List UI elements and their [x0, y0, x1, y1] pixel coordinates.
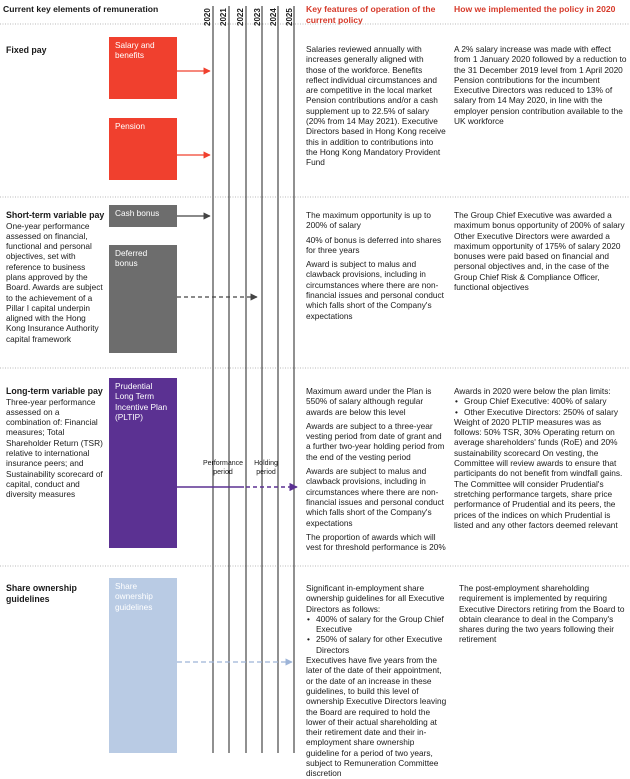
- short-term-implementation: The Group Chief Executive was awarded a …: [454, 210, 625, 293]
- section-title-short-term: Short-term variable pay: [6, 210, 105, 220]
- features-rest: Executives have five years from the late…: [306, 655, 447, 779]
- short-term-description: One-year performance assessed on financi…: [6, 220, 103, 344]
- list-item: 400% of salary for the Group Chief Execu…: [307, 614, 448, 635]
- list-item: Group Chief Executive: 400% of salary: [455, 396, 628, 407]
- features-list: 400% of salary for the Group Chief Execu…: [306, 614, 448, 655]
- timeline-graphic: [0, 6, 630, 753]
- pltip-box: Prudential Long Term Incentive Plan (PLT…: [109, 378, 177, 548]
- feature-item: Award is subject to malus and clawback p…: [306, 259, 444, 321]
- feature-item: Awards are subject to a three-year vesti…: [306, 420, 445, 462]
- feature-item: Maximum award under the Plan is 550% of …: [306, 386, 432, 417]
- pension-box: Pension: [109, 118, 177, 180]
- short-term-features: The maximum opportunity is up to 200% of…: [306, 210, 446, 325]
- feature-item: The proportion of awards which will vest…: [306, 531, 446, 553]
- long-term-heading: Long-term variable pay Three-year perfor…: [6, 386, 106, 499]
- holding-period-label: Holding period: [254, 460, 278, 476]
- fixed-pay-features: Salaries reviewed annually with increase…: [306, 44, 446, 168]
- section-title-long-term: Long-term variable pay: [6, 386, 103, 396]
- long-term-implementation: Awards in 2020 were below the plan limit…: [454, 386, 628, 530]
- impl-intro: Awards in 2020 were below the plan limit…: [454, 386, 611, 396]
- header-key-features: Key features of operation of the current…: [306, 4, 436, 25]
- list-item: 250% of salary for other Executive Direc…: [307, 634, 448, 655]
- long-term-description: Three-year performance assessed on a com…: [6, 396, 103, 500]
- section-title-share-ownership: Share ownership guidelines: [6, 583, 77, 604]
- share-ownership-implementation: The post-employment shareholding require…: [459, 583, 625, 645]
- feature-item: Awards are subject to malus and clawback…: [306, 466, 444, 528]
- feature-item: The maximum opportunity is up to 200% of…: [306, 210, 431, 231]
- feature-item: 40% of bonus is deferred into shares for…: [306, 234, 442, 255]
- performance-period-label: Performance period: [202, 460, 244, 476]
- salary-benefits-box: Salary and benefits: [109, 37, 177, 99]
- impl-rest: Weight of 2020 PLTIP measures was as fol…: [454, 416, 623, 530]
- share-ownership-box: Share ownership guidelines: [109, 578, 177, 753]
- impl-list: Group Chief Executive: 400% of salary Ot…: [454, 396, 628, 417]
- header-implementation: How we implemented the policy in 2020: [454, 4, 616, 14]
- header-elements: Current key elements of remuneration: [3, 4, 159, 14]
- section-title-fixed-pay: Fixed pay: [6, 45, 47, 55]
- long-term-features: Maximum award under the Plan is 550% of …: [306, 386, 446, 556]
- features-intro: Significant in-employment share ownershi…: [306, 583, 445, 614]
- cash-bonus-box: Cash bonus: [109, 205, 177, 227]
- fixed-pay-implementation: A 2% salary increase was made with effec…: [454, 44, 627, 127]
- deferred-bonus-box: Deferred bonus: [109, 245, 177, 353]
- list-item: Other Executive Directors: 250% of salar…: [455, 407, 628, 418]
- share-ownership-features: Significant in-employment share ownershi…: [306, 583, 448, 779]
- short-term-heading: Short-term variable pay One-year perform…: [6, 210, 106, 344]
